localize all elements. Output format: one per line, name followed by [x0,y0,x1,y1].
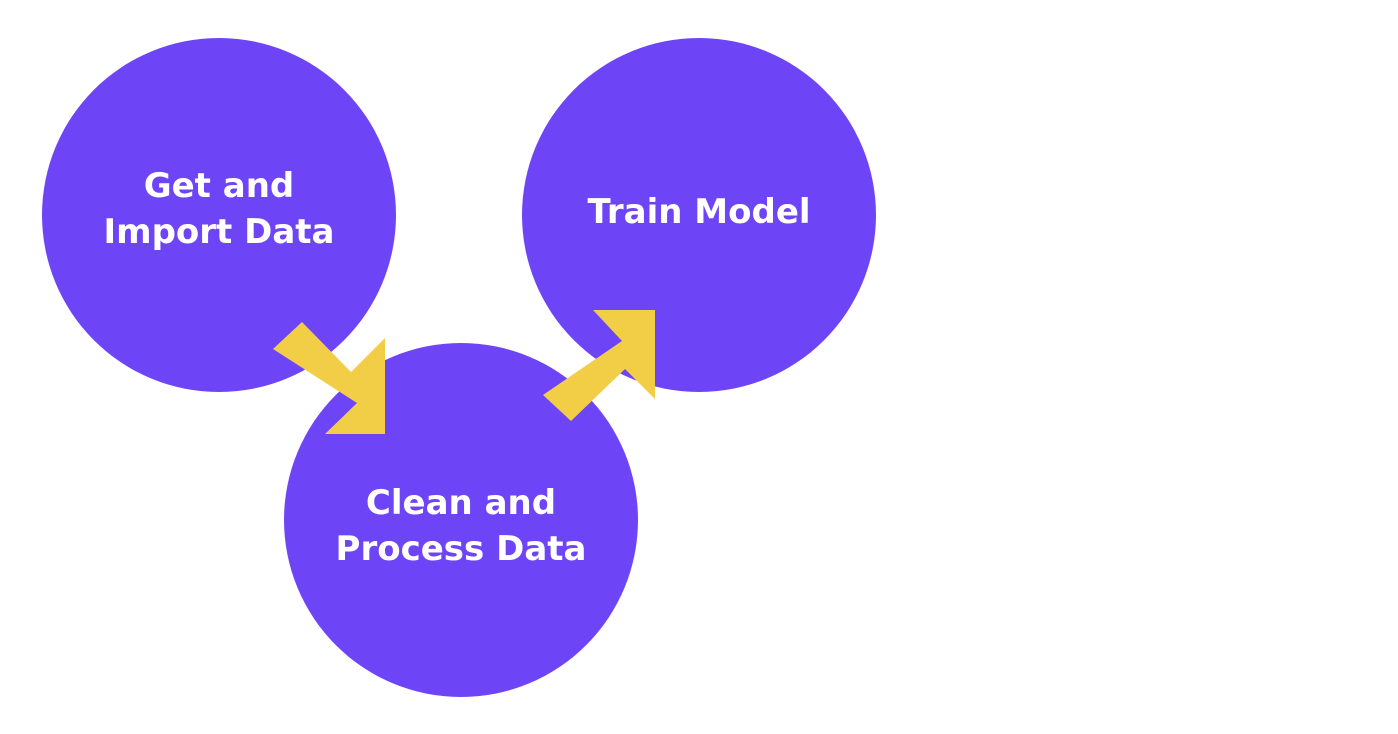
arrow-down-right-icon [273,322,385,434]
step-label-line: Get and [143,166,295,206]
step-label-line: Clean and [365,483,557,523]
step-label-line: Process Data [335,529,587,569]
step-label-line: Train Model [587,192,811,232]
step-circle-get-import-data [42,38,396,392]
step-label-line: Import Data [103,212,335,252]
step-label-train-model: Train Model [522,189,876,235]
step-circle-train-model [522,38,876,392]
arrow-up-right-icon [543,310,655,421]
step-label-get-import-data: Get and Import Data [42,163,396,255]
step-label-clean-process-data: Clean and Process Data [284,480,638,572]
